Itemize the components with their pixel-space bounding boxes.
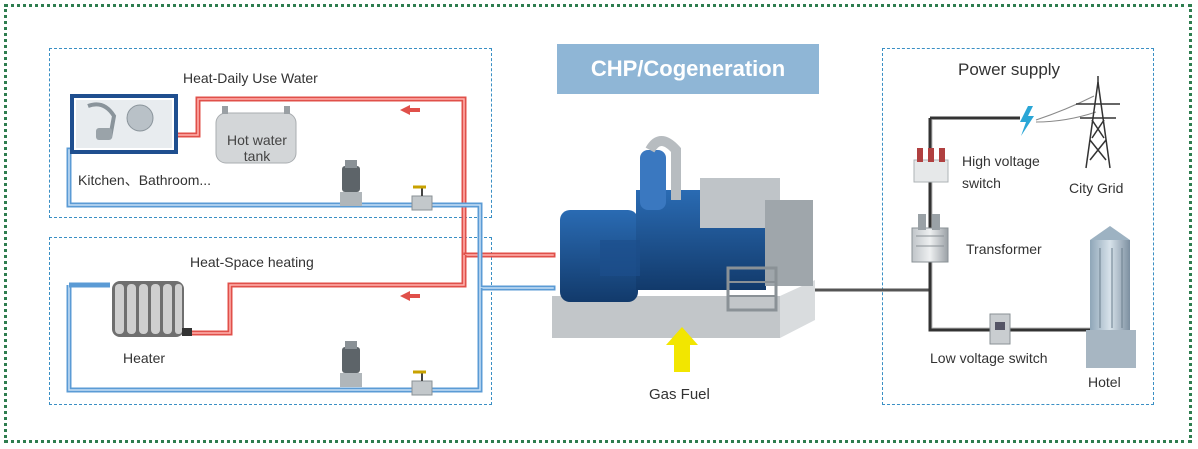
hot-water-tank-label-line1: Hot water — [227, 132, 287, 148]
high-voltage-switch-label-line1: High voltage — [962, 153, 1040, 169]
power-wiring — [928, 116, 1093, 332]
hot-water-pipes — [66, 96, 556, 291]
shower-fixture-icon — [70, 94, 178, 154]
power-supply-panel — [882, 48, 1154, 405]
flow-arrow-icon — [400, 105, 420, 301]
hot-water-panel — [49, 48, 492, 218]
space-heating-panel-title: Heat-Space heating — [190, 254, 314, 270]
diagram-title: CHP/Cogeneration — [557, 44, 819, 94]
fixture-label: Kitchen、Bathroom... — [78, 172, 212, 188]
valve-icon — [411, 185, 433, 396]
power-tower-icon — [1076, 76, 1120, 169]
hot-water-tank-label-line2: tank — [243, 148, 271, 164]
high-voltage-switch-icon — [913, 148, 949, 183]
hotel-building-icon — [1086, 226, 1136, 368]
low-voltage-switch-label: Low voltage switch — [930, 350, 1048, 366]
hot-water-panel-title: Heat-Daily Use Water — [183, 70, 318, 86]
high-voltage-switch-label: High voltage switch — [962, 150, 1040, 194]
gas-fuel-arrow-icon — [666, 327, 698, 372]
hot-water-tank-label: Hot water tank — [222, 132, 292, 164]
transformer-label: Transformer — [966, 241, 1042, 257]
low-voltage-switch-icon — [989, 313, 1011, 345]
transformer-icon — [911, 214, 949, 263]
radiator-icon — [112, 281, 192, 337]
space-heating-panel — [49, 237, 492, 405]
pump-icon — [340, 160, 362, 387]
outer-dotted-frame — [4, 4, 1192, 443]
lightning-icon — [1020, 106, 1034, 136]
hot-water-tank-icon — [215, 106, 297, 164]
space-heating-pipes — [66, 255, 483, 393]
city-grid-label: City Grid — [1069, 180, 1124, 196]
high-voltage-switch-label-line2: switch — [962, 175, 1001, 191]
gas-fuel-label: Gas Fuel — [649, 386, 710, 403]
chp-engine-icon — [552, 136, 815, 338]
hotel-label: Hotel — [1088, 374, 1121, 390]
heater-label: Heater — [123, 350, 166, 366]
power-supply-title: Power supply — [958, 60, 1061, 79]
